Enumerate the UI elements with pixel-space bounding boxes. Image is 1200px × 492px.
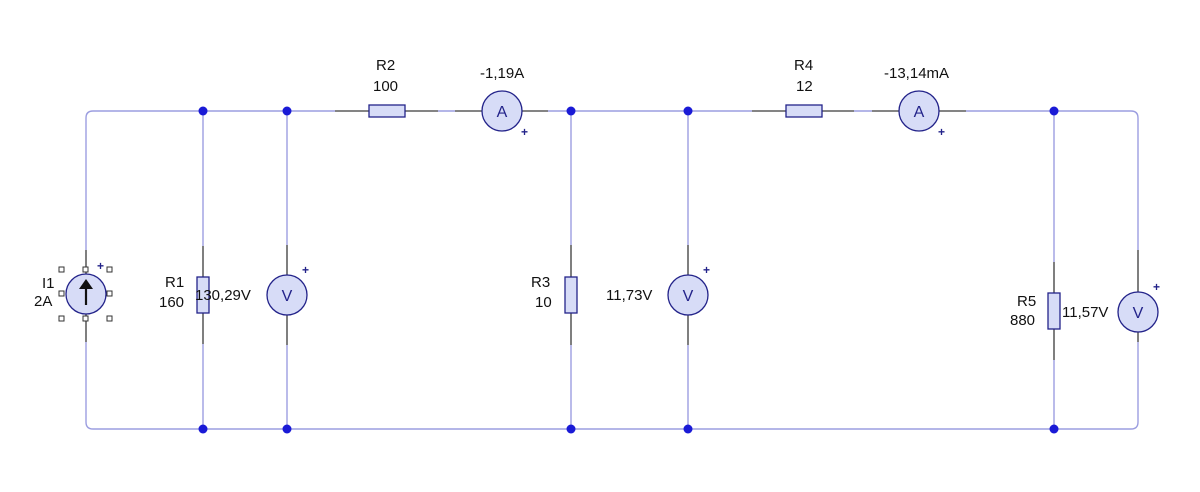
resistor-R5-body (1047, 292, 1061, 330)
voltmeter-V2-body (667, 274, 709, 316)
selection-handle[interactable] (82, 315, 89, 322)
junction-node[interactable] (566, 424, 576, 434)
A1-reading: -1,19A (480, 65, 524, 82)
A1-polarity-plus: + (521, 125, 528, 139)
resistor-R3-body (564, 276, 578, 314)
voltmeter-V1-body (266, 274, 308, 316)
selection-handle[interactable] (58, 315, 65, 322)
source-polarity-plus: + (97, 259, 104, 273)
R3-name: R3 (531, 274, 550, 291)
selection-handle[interactable] (58, 290, 65, 297)
resistor-R2[interactable]: R2 100 (368, 57, 406, 118)
selection-handle[interactable] (58, 266, 65, 273)
wire-top-left (85, 110, 335, 250)
resistor-R2-body (368, 104, 406, 118)
V1-reading: 130,29V (195, 287, 251, 304)
ammeter-symbol-icon: A (914, 104, 925, 121)
junction-node[interactable] (1049, 106, 1059, 116)
junction-node[interactable] (198, 424, 208, 434)
ammeter-A1-body (481, 90, 523, 132)
component-leads (85, 110, 1139, 360)
voltmeter-V3[interactable]: V + 11,57V (1062, 280, 1160, 333)
R5-name: R5 (1017, 293, 1036, 310)
voltmeter-symbol-icon: V (282, 288, 293, 305)
voltmeter-symbol-icon: V (1133, 305, 1144, 322)
V2-polarity-plus: + (703, 263, 710, 277)
I1-value: 2A (34, 293, 52, 310)
selection-handle[interactable] (106, 315, 113, 322)
junction-node[interactable] (566, 106, 576, 116)
selection-handle[interactable] (106, 266, 113, 273)
resistor-R1-body (196, 276, 210, 314)
R2-value: 100 (373, 78, 398, 95)
selection-handle[interactable] (82, 266, 89, 273)
resistor-R4-body (785, 104, 823, 118)
R1-name: R1 (165, 274, 184, 291)
junction-nodes (198, 106, 1059, 434)
wire-bottom (85, 342, 1139, 430)
R1-value: 160 (159, 294, 184, 311)
ammeter-A1[interactable]: A + -1,19A (480, 65, 528, 139)
junction-node[interactable] (282, 106, 292, 116)
voltmeter-V2[interactable]: V + 11,73V (606, 263, 710, 316)
wire-top-right (966, 110, 1139, 250)
resistor-R4[interactable]: R4 12 (785, 57, 823, 118)
ammeter-A2[interactable]: A + -13,14mA (884, 65, 949, 139)
R4-name: R4 (794, 57, 813, 74)
R5-value: 880 (1010, 312, 1035, 329)
junction-node[interactable] (282, 424, 292, 434)
A2-polarity-plus: + (938, 125, 945, 139)
wires (85, 110, 1139, 430)
V3-polarity-plus: + (1153, 280, 1160, 294)
I1-name: I1 (42, 275, 55, 292)
voltmeter-V1[interactable]: V + 130,29V (195, 263, 309, 316)
selection-handle[interactable] (106, 290, 113, 297)
junction-node[interactable] (1049, 424, 1059, 434)
arrow-up-icon (79, 279, 93, 289)
resistor-R3[interactable]: R3 10 (531, 274, 578, 314)
V1-polarity-plus: + (302, 263, 309, 277)
ammeter-A2-body (898, 90, 940, 132)
R4-value: 12 (796, 78, 813, 95)
junction-node[interactable] (683, 106, 693, 116)
V3-reading: 11,57V (1062, 304, 1108, 321)
voltmeter-V3-body (1117, 291, 1159, 333)
current-source-I1[interactable]: + I1 2A (34, 259, 113, 322)
resistor-R5[interactable]: R5 880 (1010, 292, 1061, 330)
ammeter-symbol-icon: A (497, 104, 508, 121)
resistor-R1[interactable]: R1 160 (159, 274, 210, 314)
junction-node[interactable] (198, 106, 208, 116)
R3-value: 10 (535, 294, 552, 311)
A2-reading: -13,14mA (884, 65, 949, 82)
voltmeter-symbol-icon: V (683, 288, 694, 305)
junction-node[interactable] (683, 424, 693, 434)
V2-reading: 11,73V (606, 287, 652, 304)
R2-name: R2 (376, 57, 395, 74)
